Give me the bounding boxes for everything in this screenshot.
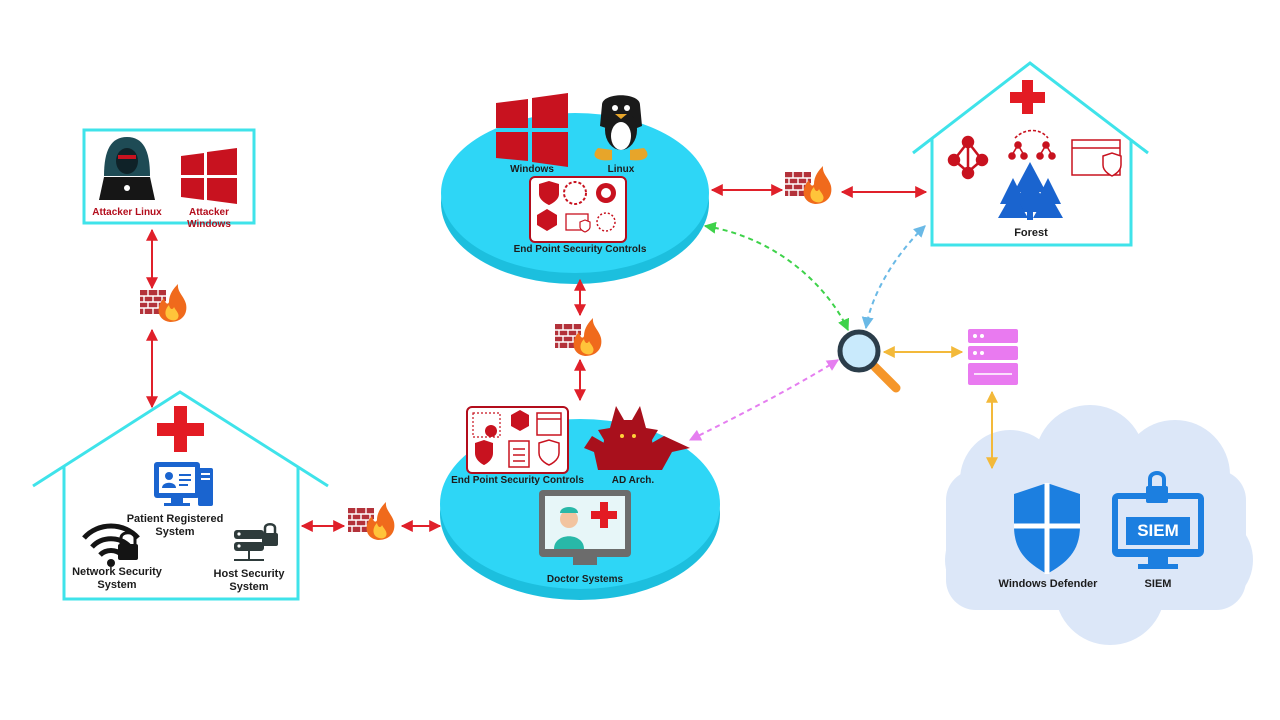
bottom-endpoint-controls-label: End Point Security Controls [451,475,584,486]
linux-label: Linux [607,164,635,175]
firewall-icon [554,317,603,357]
windows-logo-icon [181,148,237,204]
siem-badge-text: SIEM [1137,521,1179,540]
endpoint-controls-panel-bottom [466,406,569,474]
magnifier-icon [837,329,901,393]
windows-label: Windows [510,164,554,175]
doctor-monitor-icon [539,490,631,565]
firewall-icon [347,501,396,541]
network-security-label-line1: Network Security [72,566,162,578]
lan-zone-disc [440,406,720,600]
attacker-windows-label: Attacker Windows [187,207,231,230]
hacker-icon [99,137,155,200]
cerberus-ad-icon [584,406,690,470]
siem-label: SIEM [1144,578,1172,590]
windows-defender-label: Windows Defender [998,578,1098,590]
domain-trust-icon [1008,129,1056,160]
network-security-label-line2: System [97,579,137,592]
hospital-house [32,390,329,601]
patient-computer-icon [154,462,213,506]
patient-system-label: Patient Registered System [120,513,230,539]
attacker-linux-label: Attacker Linux [92,207,162,218]
top-endpoint-controls-label: End Point Security Controls [513,244,647,255]
patient-system-label-line1: Patient Registered [126,513,224,525]
firewall-icon [784,165,833,205]
siem-monitor-icon [1112,471,1204,569]
ad-tree-icon [947,135,989,180]
log-server-icon [968,329,1018,385]
connection-arrows [146,184,998,532]
doctor-systems-label: Doctor Systems [546,574,624,585]
firewall-icon [139,283,188,323]
windows-server-icon [496,93,568,167]
host-server-lock-icon [234,523,278,561]
windows-defender-icon [1014,483,1080,574]
host-security-label-line1: Host Security [213,568,285,580]
medical-cross-icon [157,406,204,452]
wifi-lock-icon [82,523,140,567]
forest-label: Forest [1014,227,1048,239]
forest-trees-icon [998,162,1063,220]
host-security-label-line2: System [229,581,269,594]
medical-cross-icon [1010,80,1045,114]
network-security-label: Network Security System [62,566,172,592]
host-security-label: Host Security System [204,568,294,594]
endpoint-controls-panel-top [529,176,627,243]
attacker-zone [82,128,256,225]
server-zone-disc [441,93,709,284]
patient-system-label-line2: System [155,526,195,539]
ad-arch-label: AD Arch. [611,475,655,486]
linux-tux-icon [594,95,648,161]
forest-house [912,61,1149,247]
browser-shield-icon [1071,139,1122,177]
